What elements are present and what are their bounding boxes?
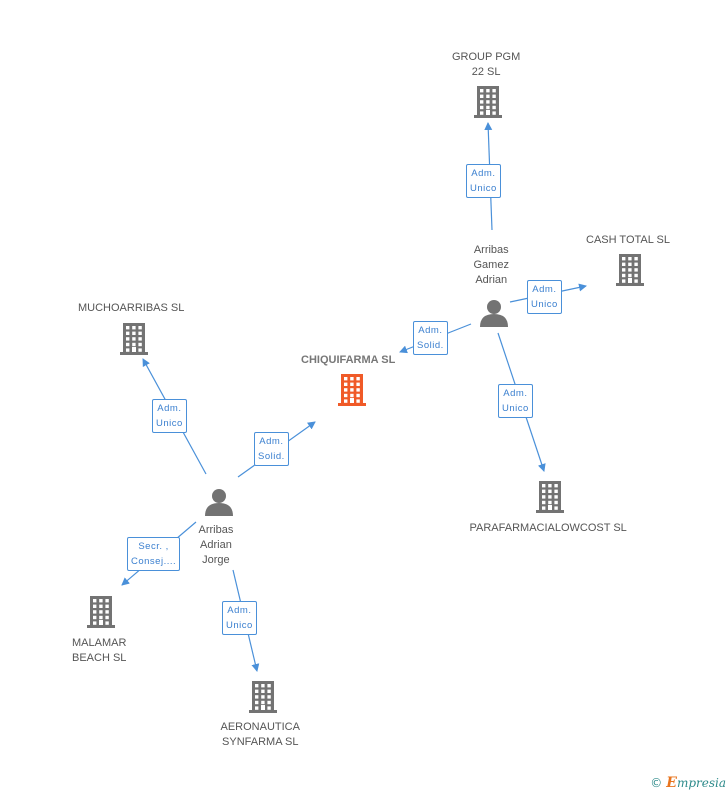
edge-role-text: Unico — [531, 299, 558, 310]
edge-role-text: Adm. — [227, 605, 252, 616]
building-icon[interactable] — [536, 481, 564, 513]
building-icon[interactable] — [474, 86, 502, 118]
company-name-malamar[interactable]: MALAMAR BEACH SL — [72, 636, 126, 666]
edge-role-box[interactable]: Adm. Unico — [222, 601, 257, 635]
edge-role-box[interactable]: Adm. Unico — [527, 280, 562, 314]
edge-role-box[interactable]: Secr. , Consej.... — [127, 537, 181, 571]
company-name-muchoarribas[interactable]: MUCHOARRIBAS SL — [78, 301, 184, 316]
company-name-cash-total[interactable]: CASH TOTAL SL — [586, 233, 670, 248]
edge-role-text: Adm. — [157, 403, 182, 414]
person-icon[interactable] — [205, 489, 233, 516]
node-label-line: BEACH SL — [72, 652, 127, 664]
edge-role-text: Secr. , — [138, 541, 169, 552]
edge-role-box[interactable]: Adm. Solid. — [413, 321, 448, 355]
node-label-line: GROUP PGM — [452, 51, 521, 63]
edge-role-box[interactable]: Adm. Unico — [466, 164, 501, 198]
edge-role-text: Solid. — [258, 451, 285, 462]
company-name-chiquifarma[interactable]: CHIQUIFARMA SL — [301, 353, 395, 368]
node-label-line: Arribas — [198, 524, 234, 536]
node-label-line: CASH TOTAL SL — [586, 234, 670, 246]
building-icon[interactable] — [87, 596, 115, 628]
node-label-line: Adrian — [475, 274, 508, 286]
node-label-line: SYNFARMA SL — [222, 736, 299, 748]
edge-role-text: Consej.... — [131, 556, 177, 567]
edge-role-text: Adm. — [471, 168, 496, 179]
edge-role-text: Unico — [226, 620, 253, 631]
person-icon[interactable] — [480, 300, 508, 327]
edge-role-text: Solid. — [417, 340, 444, 351]
node-label-line: 22 SL — [471, 66, 501, 78]
company-name-parafarmacia[interactable]: PARAFARMACIALOWCOST SL — [470, 521, 627, 536]
copyright-symbol: © — [650, 776, 663, 790]
edge-role-box[interactable]: Adm. Solid. — [254, 432, 289, 466]
empresia-footer: ©Empresia — [650, 775, 726, 791]
node-label-line: Gamez — [473, 259, 509, 271]
brand-initial: E — [666, 775, 677, 791]
node-label-line: PARAFARMACIALOWCOST SL — [469, 522, 627, 534]
building-icon[interactable] — [616, 254, 644, 286]
edge-role-box[interactable]: Adm. Unico — [498, 384, 533, 418]
edge-role-text: Adm. — [503, 388, 528, 399]
edge-role-text: Adm. — [532, 284, 557, 295]
building-icon[interactable] — [120, 323, 148, 355]
company-name-group-pgm[interactable]: GROUP PGM 22 SL — [452, 50, 520, 80]
edge-role-text: Unico — [470, 183, 497, 194]
node-label-line: MUCHOARRIBAS SL — [78, 302, 185, 314]
edge-role-text: Unico — [156, 418, 183, 429]
building-icon[interactable] — [249, 681, 277, 713]
node-label-line: Jorge — [202, 554, 230, 566]
edge-role-text: Unico — [502, 403, 529, 414]
node-label-line: AERONAUTICA — [220, 721, 300, 733]
node-label-line: CHIQUIFARMA SL — [301, 354, 396, 366]
node-label-line: Arribas — [473, 244, 509, 256]
focus-building-icon[interactable] — [338, 374, 366, 406]
edge-role-text: Adm. — [259, 436, 284, 447]
edge-role-text: Adm. — [418, 325, 443, 336]
company-name-aeronautica[interactable]: AERONAUTICA SYNFARMA SL — [221, 720, 300, 750]
edge-role-box[interactable]: Adm. Unico — [152, 399, 187, 433]
node-label-line: MALAMAR — [72, 637, 127, 649]
node-label-line: Adrian — [200, 539, 232, 551]
brand-name: mpresia — [676, 776, 726, 790]
